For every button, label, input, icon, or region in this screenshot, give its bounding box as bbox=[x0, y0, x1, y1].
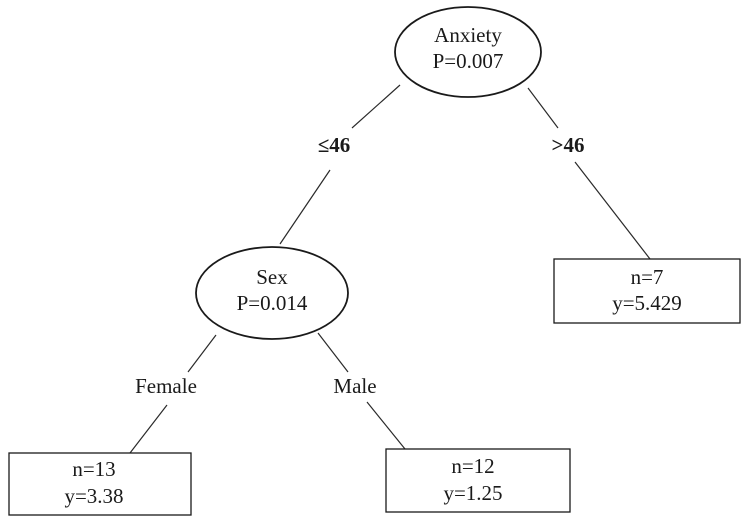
split-label-left: ≤46 bbox=[318, 133, 351, 157]
root-node-variable: Anxiety bbox=[434, 23, 502, 47]
split-label-female: Female bbox=[135, 374, 197, 398]
edge-root-to-left-label bbox=[351, 84, 401, 129]
leaf-box-female bbox=[8, 452, 192, 516]
edge-root-to-right-label bbox=[527, 87, 559, 129]
edge-left-label-to-sex bbox=[279, 169, 331, 245]
edge-right-label-to-leaf bbox=[574, 161, 651, 260]
edge-female-label-to-leaf bbox=[129, 404, 168, 454]
root-node-ellipse bbox=[394, 6, 542, 98]
edge-sex-to-female-label bbox=[187, 334, 217, 373]
sex-node-variable: Sex bbox=[256, 265, 288, 289]
leaf-male-y: y=1.25 bbox=[443, 481, 502, 505]
split-label-right: >46 bbox=[552, 133, 585, 157]
root-node-p-value: P=0.007 bbox=[433, 49, 504, 73]
split-right-symbol: > bbox=[552, 133, 564, 157]
sex-node-p-value: P=0.014 bbox=[237, 291, 308, 315]
leaf-female-y: y=3.38 bbox=[64, 484, 123, 508]
leaf-female-n: n=13 bbox=[72, 457, 115, 481]
leaf-node-female: n=13 y=3.38 bbox=[8, 452, 192, 516]
leaf-anxiety-high-y: y=5.429 bbox=[612, 291, 682, 315]
edge-sex-to-male-label bbox=[317, 332, 349, 373]
leaf-node-anxiety-high: n=7 y=5.429 bbox=[553, 258, 741, 324]
split-label-male: Male bbox=[333, 374, 376, 398]
split-left-value: 46 bbox=[329, 133, 350, 157]
sex-node-ellipse bbox=[195, 246, 349, 340]
leaf-box-male bbox=[385, 448, 571, 513]
split-right-value: 46 bbox=[563, 133, 584, 157]
root-node-anxiety: Anxiety P=0.007 bbox=[394, 6, 542, 98]
leaf-node-male: n=12 y=1.25 bbox=[385, 448, 571, 513]
edge-male-label-to-leaf bbox=[366, 401, 406, 450]
sex-node: Sex P=0.014 bbox=[195, 246, 349, 340]
split-left-symbol: ≤ bbox=[318, 133, 330, 157]
leaf-anxiety-high-n: n=7 bbox=[631, 265, 664, 289]
leaf-male-n: n=12 bbox=[451, 454, 494, 478]
leaf-box-anxiety-high bbox=[553, 258, 741, 324]
